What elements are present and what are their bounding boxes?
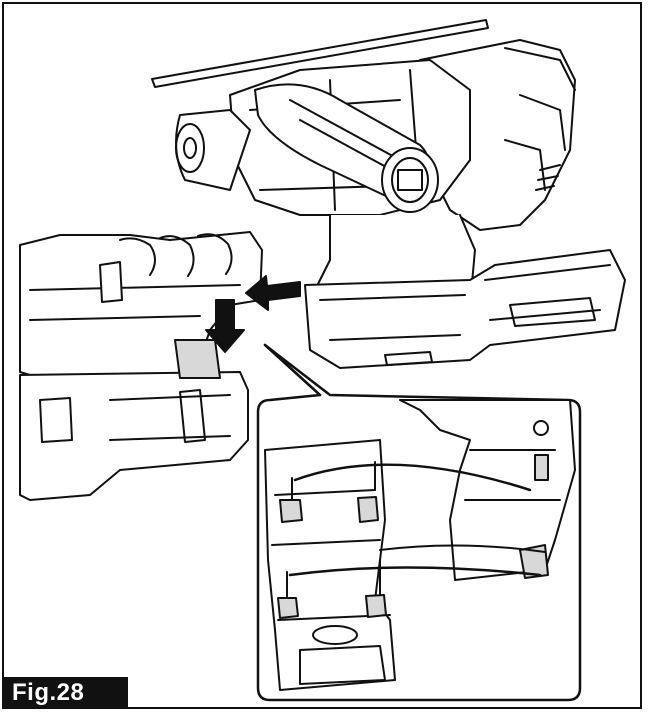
down-arrow xyxy=(205,299,245,353)
rotary-hammer-drawing xyxy=(151,19,626,369)
direction-arrows xyxy=(205,275,301,353)
figure-label: Fig.28 xyxy=(4,677,128,709)
dust-extractor-drawing xyxy=(19,231,263,501)
detail-callout xyxy=(256,343,582,702)
left-arrow xyxy=(245,275,301,311)
